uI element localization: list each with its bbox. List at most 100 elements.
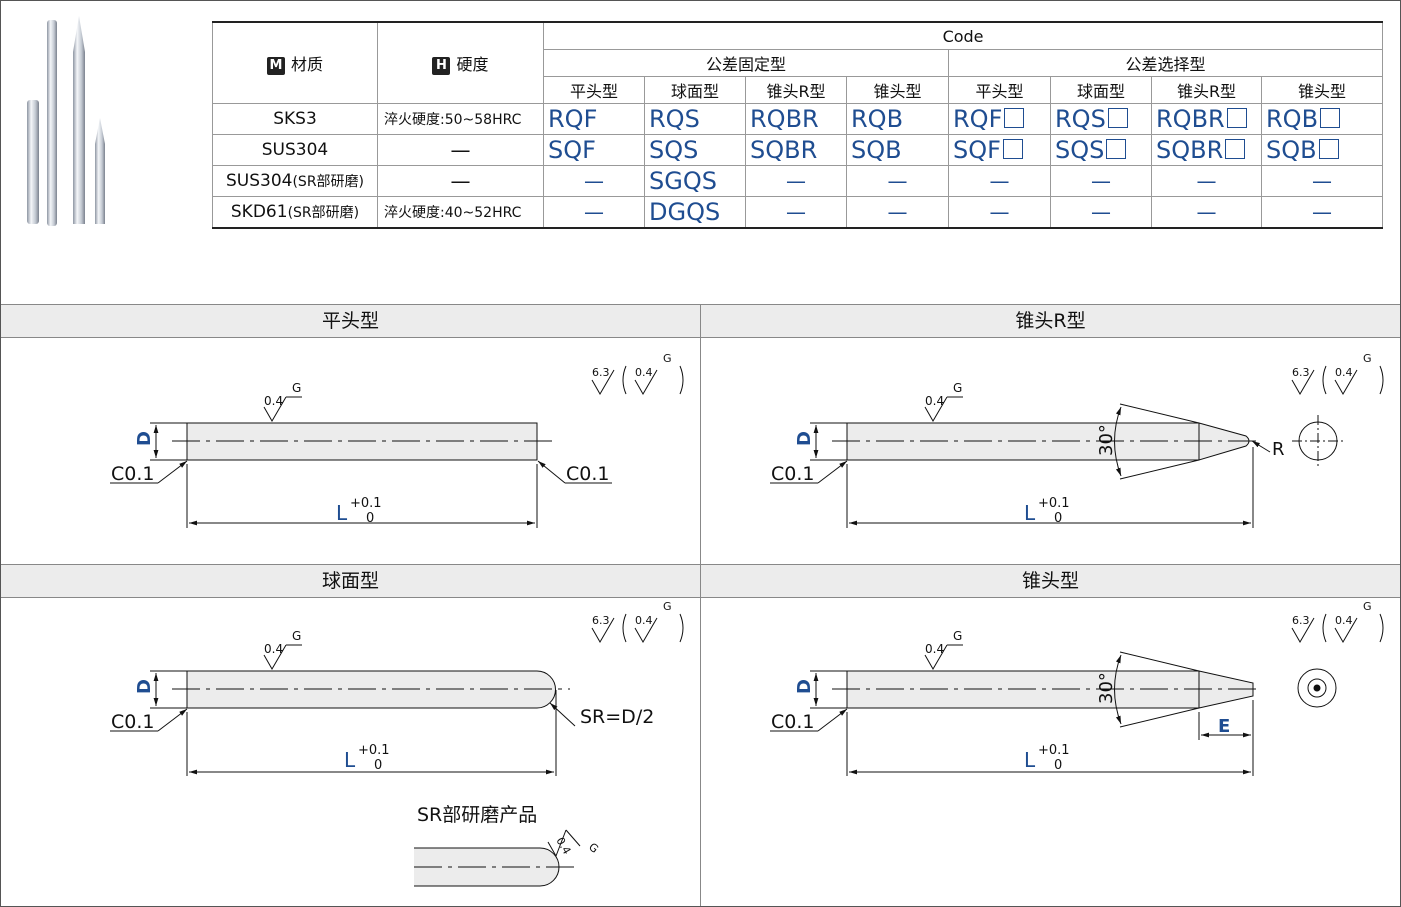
code-cell: DGQS xyxy=(644,196,746,229)
sym-fine-cone: 0.4 xyxy=(1335,614,1353,627)
placeholder-box xyxy=(1106,139,1127,159)
placeholder-box xyxy=(1002,139,1023,159)
placeholder-box xyxy=(1107,108,1128,128)
sym-grind-flat: G xyxy=(663,352,672,365)
material-cell: SKD61(SR部研磨) xyxy=(212,196,378,229)
code-cell: — xyxy=(1260,196,1384,229)
code-cell: — xyxy=(1050,165,1152,197)
sr-ground-roughness: 0.4 xyxy=(553,835,573,857)
code-cell: RQB xyxy=(846,103,949,135)
sym-fine-flat: 0.4 xyxy=(635,366,653,379)
cone-r-l-label: L xyxy=(1024,501,1036,525)
code-cell: SGQS xyxy=(644,165,746,197)
code-cell: — xyxy=(1050,196,1152,229)
placeholder-box xyxy=(1226,108,1247,128)
cone-r-grind: G xyxy=(953,381,962,395)
type-header: 锥头R型 xyxy=(1151,76,1262,104)
code-cell: — xyxy=(1151,196,1262,229)
hardness-icon: H xyxy=(432,57,451,75)
sym-rough-flat: 6.3 xyxy=(592,366,610,379)
sphere-roughness: 0.4 xyxy=(264,642,283,656)
panel-title-cone: 锥头型 xyxy=(701,564,1400,598)
type-header: 平头型 xyxy=(543,76,645,104)
cone-d-label: D xyxy=(794,679,815,694)
cone-r-tol-zero: 0 xyxy=(1054,511,1062,526)
sr-ground-label: SR部研磨产品 xyxy=(417,804,537,826)
code-cell: SQS xyxy=(1050,134,1152,166)
sym-rough-sphere: 6.3 xyxy=(592,614,610,627)
code-cell: SQF xyxy=(543,134,645,166)
placeholder-box xyxy=(1225,139,1246,159)
code-cell: — xyxy=(745,165,847,197)
flat-chamfer-left: C0.1 xyxy=(111,463,154,485)
flat-tol-zero: 0 xyxy=(366,511,374,526)
code-cell: — xyxy=(948,196,1051,229)
code-cell: — xyxy=(745,196,847,229)
cone-r-angle: 30° xyxy=(1096,424,1117,456)
flat-l-label: L xyxy=(336,501,348,525)
sym-fine-cone-r: 0.4 xyxy=(1335,366,1353,379)
sphere-d-label: D xyxy=(134,679,155,694)
cone-angle: 30° xyxy=(1096,672,1117,704)
code-cell: RQBR xyxy=(1151,103,1262,135)
sphere-tol-zero: 0 xyxy=(374,758,382,773)
code-cell: — xyxy=(948,165,1051,197)
placeholder-box xyxy=(1320,108,1341,128)
panel-title-flat: 平头型 xyxy=(1,304,700,338)
table-row: SUS304(SR部研磨)——SGQS—————— xyxy=(212,165,1384,197)
drawing-sphere xyxy=(110,644,581,887)
panel-title-cone-r: 锥头R型 xyxy=(701,304,1400,338)
hardness-cell: 淬火硬度:40~52HRC xyxy=(377,196,544,229)
cone-grind: G xyxy=(953,629,962,643)
code-cell: — xyxy=(846,165,949,197)
code-cell: — xyxy=(543,196,645,229)
type-header: 锥头R型 xyxy=(745,76,847,104)
pin-photo xyxy=(27,16,105,226)
material-cell: SUS304(SR部研磨) xyxy=(212,165,378,197)
drawing-cone xyxy=(770,644,1337,776)
cone-r-chamfer: C0.1 xyxy=(771,463,814,485)
code-cell: — xyxy=(846,196,949,229)
code-cell: SQF xyxy=(948,134,1051,166)
flat-tol-plus: +0.1 xyxy=(350,496,382,511)
sphere-tol-plus: +0.1 xyxy=(358,743,390,758)
flat-d-label: D xyxy=(134,431,155,446)
material-icon: M xyxy=(266,57,285,75)
sphere-grind: G xyxy=(292,629,301,643)
group-select: 公差选择型 xyxy=(947,49,1384,77)
drawing-flat xyxy=(110,396,612,528)
sym-grind-sphere: G xyxy=(663,600,672,613)
sphere-sr-label: SR=D/2 xyxy=(580,706,654,728)
code-cell: SQB xyxy=(1260,134,1384,166)
hardness-cell: 淬火硬度:50~58HRC xyxy=(377,103,544,135)
code-cell: — xyxy=(1260,165,1384,197)
cone-tol-plus: +0.1 xyxy=(1038,743,1070,758)
flat-roughness: 0.4 xyxy=(264,394,283,408)
sr-ground-grind: G xyxy=(586,840,601,855)
cone-roughness: 0.4 xyxy=(925,642,944,656)
code-cell: — xyxy=(1151,165,1262,197)
surface-symbols xyxy=(591,365,1384,643)
cone-r-d-label: D xyxy=(794,431,815,446)
cone-chamfer: C0.1 xyxy=(771,711,814,733)
type-header: 平头型 xyxy=(948,76,1051,104)
sym-grind-cone-r: G xyxy=(1363,352,1372,365)
sym-rough-cone-r: 6.3 xyxy=(1292,366,1310,379)
sym-grind-cone: G xyxy=(1363,600,1372,613)
sphere-l-label: L xyxy=(344,748,356,772)
cone-r-roughness: 0.4 xyxy=(925,394,944,408)
type-header: 锥头型 xyxy=(846,76,949,104)
sym-rough-cone: 6.3 xyxy=(1292,614,1310,627)
code-cell: — xyxy=(543,165,645,197)
material-cell: SKS3 xyxy=(212,103,378,135)
placeholder-box xyxy=(1004,108,1025,128)
hardness-cell: — xyxy=(377,165,544,197)
drawing-cone-r xyxy=(770,396,1344,528)
sym-fine-sphere: 0.4 xyxy=(635,614,653,627)
placeholder-box xyxy=(1318,139,1339,159)
cone-tol-zero: 0 xyxy=(1054,758,1062,773)
sphere-chamfer: C0.1 xyxy=(111,711,154,733)
